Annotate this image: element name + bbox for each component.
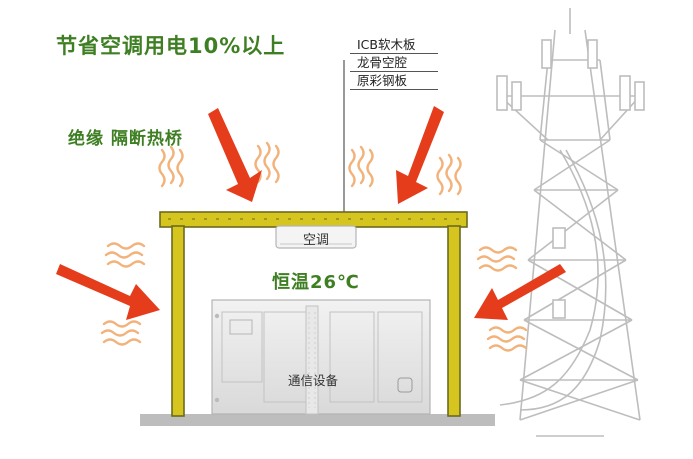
right-wall-panel bbox=[447, 225, 461, 417]
roof-panel bbox=[159, 211, 468, 228]
wall-layer-cork: ICB软木板 bbox=[350, 36, 438, 54]
temperature-label: 恒温26℃ bbox=[272, 272, 360, 293]
arrow-right-upper bbox=[474, 264, 566, 320]
wall-layer-list: ICB软木板 龙骨空腔 原彩钢板 bbox=[350, 36, 438, 90]
wall-layer-cavity: 龙骨空腔 bbox=[350, 54, 438, 72]
heat-wave-icon bbox=[100, 141, 528, 352]
equipment-label: 通信设备 bbox=[288, 373, 339, 388]
subheading: 绝缘 隔断热桥 bbox=[68, 129, 183, 149]
telecom-tower-icon bbox=[496, 8, 645, 437]
wall-layer-steel: 原彩钢板 bbox=[350, 72, 438, 90]
left-wall-panel bbox=[171, 225, 185, 417]
arrow-top-left bbox=[208, 108, 262, 202]
headline: 节省空调用电10%以上 bbox=[56, 34, 286, 58]
air-conditioner-label: 空调 bbox=[302, 233, 329, 248]
arrow-left-upper bbox=[56, 264, 160, 320]
air-conditioner-icon bbox=[275, 225, 357, 249]
heat-arrow-icon bbox=[56, 106, 566, 320]
arrow-top-right bbox=[396, 106, 444, 204]
ground-slab bbox=[140, 414, 495, 426]
cabinet-icon bbox=[211, 299, 431, 415]
